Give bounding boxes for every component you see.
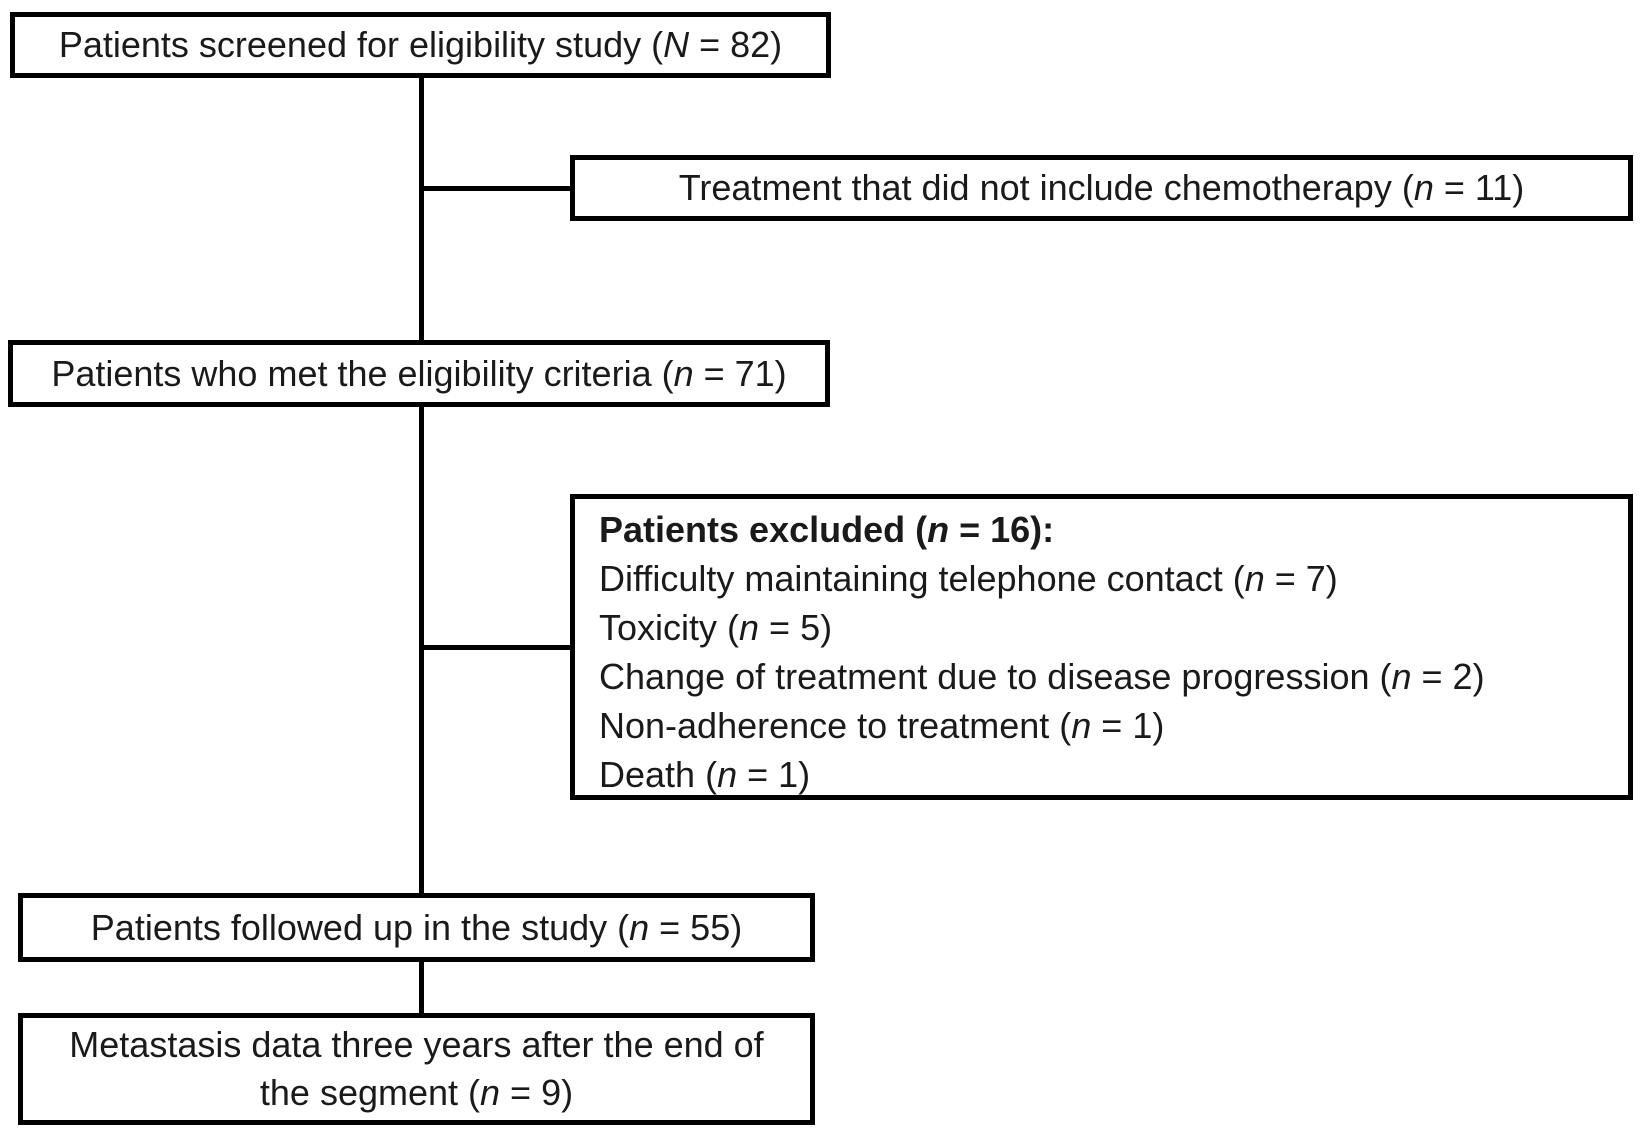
excluded-item: Change of treatment due to disease progr…	[599, 656, 1485, 697]
box-followed-up: Patients followed up in the study (n = 5…	[18, 893, 815, 962]
excluded-item: Toxicity (n = 5)	[599, 607, 833, 648]
excluded-item: Death (n = 1)	[599, 754, 811, 795]
box-screened-for-eligibility: Patients screened for eligibility study …	[10, 12, 831, 78]
connector-spine-top	[419, 78, 424, 340]
box-met-eligibility-criteria: Patients who met the eligibility criteri…	[8, 340, 830, 407]
box-screened-label: Patients screened for eligibility study …	[58, 24, 783, 66]
box-patients-excluded: Patients excluded (n = 16): Difficulty m…	[570, 494, 1633, 800]
box-followed-label: Patients followed up in the study (n = 5…	[90, 906, 743, 948]
box-treatment-no-chemotherapy: Treatment that did not include chemother…	[570, 155, 1633, 221]
box-metastasis-line2: the segment (n = 9)	[259, 1072, 574, 1113]
connector-spine-middle	[419, 407, 424, 893]
excluded-item: Non-adherence to treatment (n = 1)	[599, 705, 1165, 746]
excluded-item: Difficulty maintaining telephone contact…	[599, 558, 1338, 599]
connector-spine-bottom	[419, 962, 424, 1013]
connector-branch-no-chemo	[422, 186, 570, 191]
box-metastasis-data: Metastasis data three years after the en…	[18, 1013, 815, 1125]
box-eligible-label: Patients who met the eligibility criteri…	[51, 352, 787, 394]
box-no-chemo-label: Treatment that did not include chemother…	[678, 167, 1525, 209]
connector-branch-excluded	[422, 645, 570, 650]
box-metastasis-line1: Metastasis data three years after the en…	[69, 1024, 764, 1065]
excluded-header: Patients excluded (n = 16):	[599, 509, 1055, 550]
